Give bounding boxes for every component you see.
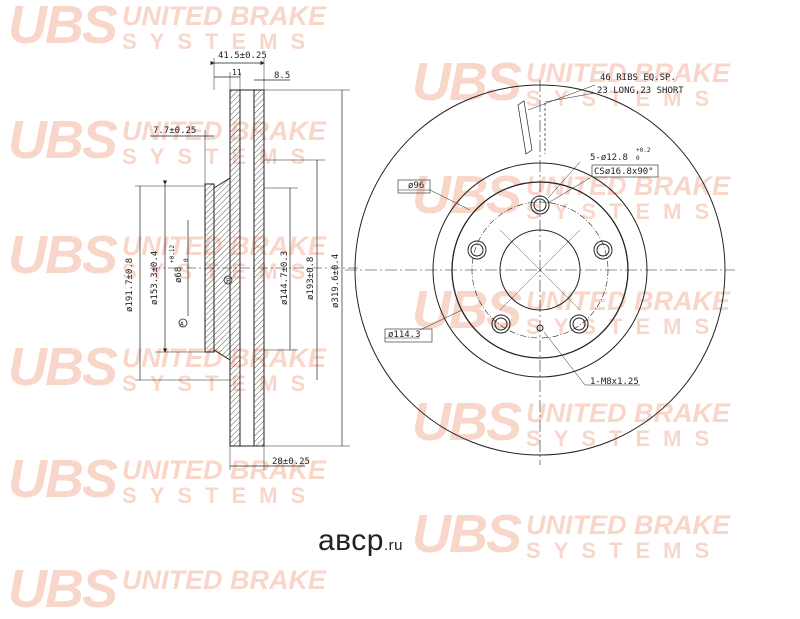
holes-tol-1: +0.2 [636, 147, 651, 154]
dim-d68-tol2: 0 [183, 258, 190, 262]
front-view [345, 80, 735, 465]
ribs-label-2: 23 LONG,23 SHORT [597, 86, 684, 96]
hat-section [213, 177, 231, 361]
side-view-labels: 41.5±0.25 11 8.5 7.7±0.25 28±0.25 ø191.7… [125, 51, 341, 467]
dim-d68-tol: +0.12 [169, 245, 176, 263]
lug-holes [467, 195, 613, 334]
dim-width: 28±0.25 [272, 457, 310, 467]
dim-11: 11 [232, 68, 242, 77]
front-view-labels: 46 RIBS EQ.SP. 23 LONG,23 SHORT 5-ø12.8 … [388, 73, 684, 387]
d114-label: ø114.3 [388, 330, 421, 340]
dim-d153: ø153.3±0.4 [150, 251, 160, 305]
dim-8-5: 8.5 [274, 71, 290, 81]
holes-label: 5-ø12.8 [590, 153, 628, 163]
dim-d68: ø68 [174, 267, 184, 283]
d96-label: ø96 [408, 181, 424, 191]
side-view [135, 58, 360, 470]
dim-d191: ø191.7±0.8 [125, 258, 135, 312]
countersink-label: CSø16.8x90° [594, 167, 654, 177]
site-name: авсp [318, 524, 384, 557]
datum-a: A [180, 321, 184, 328]
dim-d319: ø319.6±0.4 [331, 254, 341, 308]
thread-label: 1-M8x1.25 [590, 377, 639, 387]
dim-d144: ø144.7±0.3 [280, 251, 290, 305]
dim-total-thickness: 41.5±0.25 [218, 51, 267, 61]
dim-d193: ø193±0.8 [306, 257, 316, 300]
holes-tol-2: 0 [636, 155, 640, 162]
site-logo: авсp.ru [318, 524, 403, 558]
ribs-label-1: 46 RIBS EQ.SP. [600, 73, 676, 83]
site-tld: .ru [383, 537, 403, 554]
datum-f: F [226, 278, 230, 285]
brake-disc-drawing: 41.5±0.25 11 8.5 7.7±0.25 28±0.25 ø191.7… [125, 51, 735, 470]
dim-offset: 7.7±0.25 [153, 126, 196, 136]
